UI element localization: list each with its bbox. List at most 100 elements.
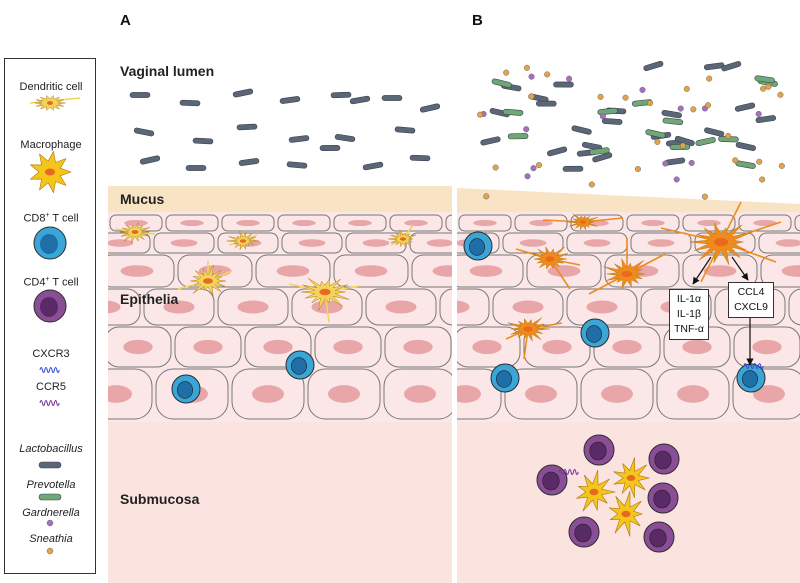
epithelial-nucleus [697, 219, 721, 227]
epithelial-nucleus [292, 219, 316, 227]
epithelial-nucleus [108, 385, 132, 403]
prevotella-rod [507, 133, 529, 140]
lactobacillus-rod [643, 60, 664, 72]
lactobacillus-rod [547, 146, 568, 157]
sneathia-cocci [634, 166, 641, 173]
ccr5-receptor [558, 468, 579, 476]
epithelial-nucleus [348, 219, 372, 227]
arrows-layer [452, 0, 754, 583]
epithelial-cell [445, 214, 452, 232]
legend-prevotella-label: Prevotella [26, 479, 76, 491]
mucus-layer [108, 186, 452, 212]
epithelial-cell [760, 254, 800, 288]
lactobacillus-rod [571, 125, 592, 135]
epithelial-nucleus [163, 300, 195, 314]
lactobacillus-rod [349, 95, 371, 105]
lactobacillus-rod [601, 118, 623, 125]
cytokine-il1a: IL-1α [676, 293, 702, 305]
epithelial-nucleus [403, 339, 433, 355]
epithelial-cell [788, 288, 800, 326]
macrophage [613, 457, 650, 498]
cd4-t-cell [647, 482, 679, 514]
epithelial-nucleus [529, 219, 553, 227]
cd8-t-cell [171, 374, 201, 404]
epithelial-nucleus [404, 219, 428, 227]
lactobacillus-rod [334, 134, 356, 142]
gardnerella-cocci [673, 176, 680, 183]
epithelial-nucleus [457, 300, 470, 314]
gardnerella-cocci [599, 113, 606, 120]
cytokine-arrow [692, 256, 712, 285]
lactobacillus-rod [179, 99, 201, 107]
epithelial-nucleus [108, 239, 134, 247]
lactobacillus-rod [238, 158, 260, 166]
dendritic-cell-resting [177, 261, 233, 297]
lactobacillus-rod [409, 154, 431, 162]
epithelial-nucleus [469, 265, 503, 277]
epithelial-nucleus [354, 265, 388, 277]
cd4-t-cell [536, 464, 568, 496]
epithelial-nucleus [108, 300, 121, 314]
lactobacillus-rod [419, 103, 441, 113]
sneathia-cocci [654, 138, 661, 145]
immune-cells-layer [114, 201, 782, 553]
legend-icons [29, 94, 81, 555]
cd4-t-cell [643, 521, 675, 553]
mucus-layer [457, 188, 800, 216]
cd4-t-cell [568, 516, 600, 548]
sneathia-cocci [756, 158, 763, 165]
panel-a-tissue [108, 0, 452, 583]
lactobacillus-rod [185, 165, 207, 171]
lactobacillus-rod [703, 62, 725, 71]
panel-b-letter: B [472, 12, 483, 29]
sneathia-cocci [705, 102, 712, 109]
epithelial-nucleus [677, 385, 709, 403]
epithelial-nucleus [432, 265, 452, 277]
cytokine-box: IL-1α IL-1β TNF-α [669, 289, 709, 340]
prevotella-rod [597, 107, 618, 116]
lactobacillus-rod [286, 161, 308, 169]
legend-cd8-icon [33, 226, 67, 260]
legend-macrophage-label: Macrophage [20, 139, 82, 151]
epithelial-nucleus [236, 219, 260, 227]
legend-gardnerella-icon [46, 519, 54, 527]
lactobacillus-rod [480, 136, 501, 146]
gardnerella-cocci [755, 110, 762, 117]
dendritic-cell-resting [114, 222, 156, 244]
gardnerella-cocci [566, 75, 573, 82]
sneathia-cocci [683, 85, 690, 92]
lactobacillus-rod [755, 115, 777, 124]
sneathia-cocci [690, 106, 697, 113]
epithelial-nucleus [457, 385, 481, 403]
panel-a-letter: A [120, 12, 131, 29]
legend-macrophage-icon [30, 151, 72, 193]
sneathia-cocci [597, 93, 604, 100]
prevotella-rod [695, 137, 716, 147]
lactobacillus-rod [319, 145, 341, 151]
sneathia-cocci [759, 176, 766, 183]
gardnerella-cocci [688, 159, 695, 166]
legend-gardnerella-label: Gardnerella [22, 507, 80, 519]
sneathia-cocci [544, 71, 551, 78]
epithelial-nucleus [682, 339, 712, 355]
lactobacillus-rod [735, 141, 756, 152]
sneathia-cocci [760, 85, 767, 92]
sneathia-cocci [706, 75, 713, 82]
sneathia-cocci [483, 193, 490, 200]
sneathia-cocci [536, 162, 543, 169]
prevotella-rod [491, 78, 512, 88]
legend-dendritic-icon [29, 94, 81, 112]
epithelial-nucleus [753, 385, 785, 403]
legend-ccr5-icon [39, 399, 60, 407]
epithelial-nucleus [525, 385, 557, 403]
epithelial-cell [457, 288, 490, 326]
gardnerella-cocci [524, 173, 531, 180]
epithelia-label: Epithelia [120, 291, 179, 307]
epithelial-nucleus [385, 300, 417, 314]
sneathia-cocci [732, 157, 739, 164]
sneathia-cocci [701, 193, 708, 200]
cytokine-il1b: IL-1β [676, 308, 702, 320]
epithelial-nucleus [426, 239, 452, 247]
epithelial-nucleus [276, 265, 310, 277]
